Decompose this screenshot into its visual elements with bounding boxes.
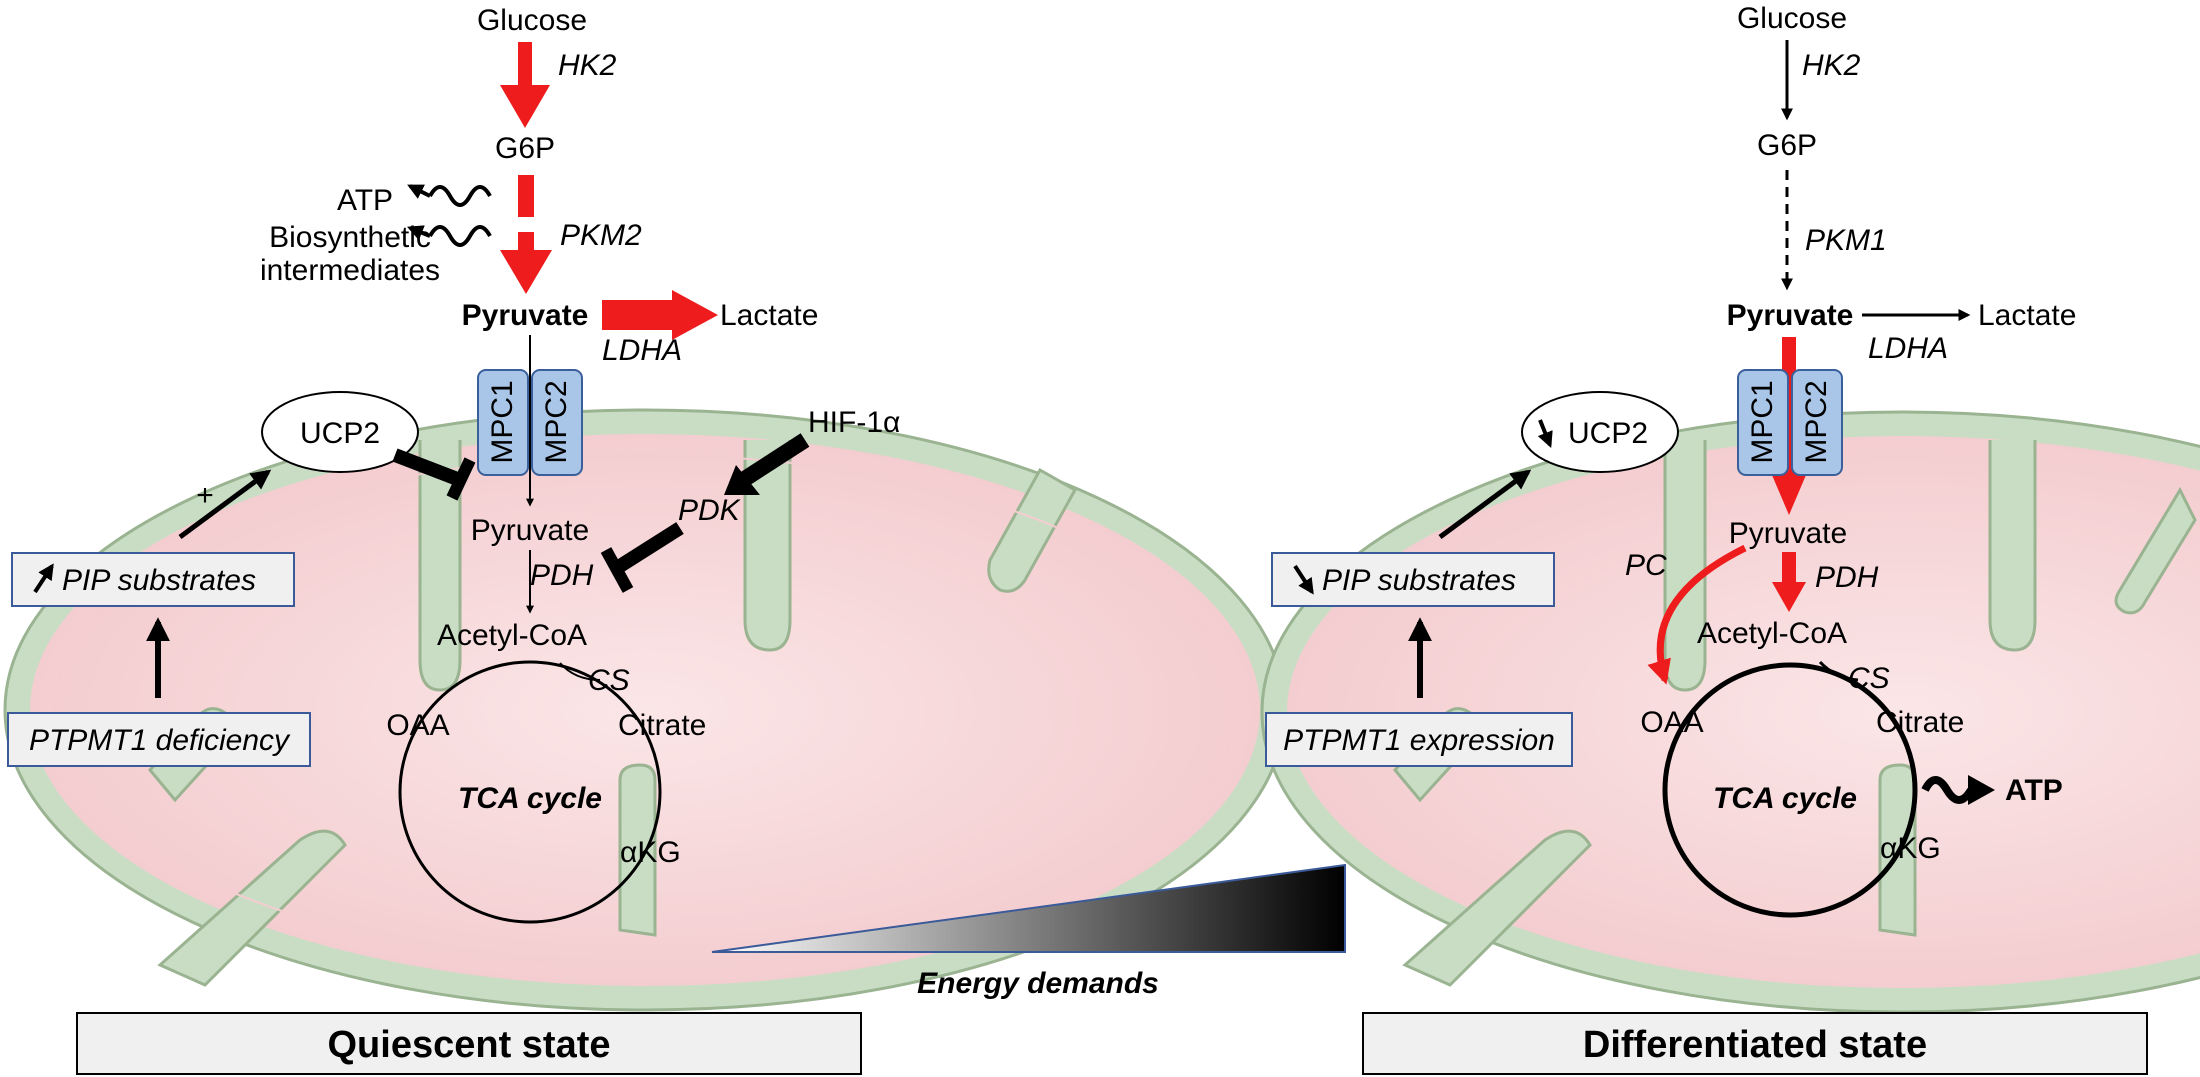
right-cs-link — [1818, 660, 1859, 682]
left-cs-label: CS — [588, 664, 630, 697]
left-pdk-label: PDK — [678, 494, 742, 527]
right-pkm1-label: PKM1 — [1805, 224, 1887, 257]
quiescent-state-label: Quiescent state — [328, 1024, 611, 1066]
left-pdk-inhibition — [616, 522, 684, 572]
right-atp-label: ATP — [2005, 774, 2063, 807]
right-ucp2-node — [1521, 391, 1679, 473]
right-atp-squiggle — [1921, 776, 1975, 804]
left-akg-label: αKG — [620, 836, 681, 869]
right-acetylcoa-label: Acetyl-CoA — [1697, 617, 1847, 650]
left-biosynthetic-label-2: intermediates — [260, 254, 440, 287]
left-ucp2-node — [261, 391, 419, 473]
right-atp-squiggle-head — [1968, 775, 1995, 805]
left-citrate-label: Citrate — [618, 709, 706, 742]
left-hif-arrowhead — [724, 465, 760, 495]
left-mpc2-label: MPC2 — [540, 380, 573, 463]
right-g6p-label: G6P — [1757, 129, 1817, 162]
left-biosynthetic-squiggle — [428, 225, 492, 247]
left-plus-sign: + — [196, 479, 214, 512]
left-pkm2-label: PKM2 — [560, 219, 642, 252]
left-oaa-label: OAA — [386, 709, 449, 742]
left-tca-label: TCA cycle — [458, 782, 602, 815]
differentiated-state-label: Differentiated state — [1583, 1024, 1927, 1066]
left-pdh-label: PDH — [530, 559, 594, 592]
left-lactate-label: Lactate — [720, 299, 818, 332]
right-pdh-label: PDH — [1815, 561, 1879, 594]
right-ucp2-label: UCP2 — [1568, 417, 1648, 450]
left-hif-label: HIF-1α — [808, 406, 900, 439]
left-pip-to-ucp2-arrow — [178, 469, 272, 540]
left-pkm2-arrow — [500, 232, 552, 294]
right-pyruvate-mito-label: Pyruvate — [1729, 517, 1847, 550]
left-ptpmt1-label: PTPMT1 deficiency — [29, 724, 291, 757]
left-mpc1 — [477, 369, 529, 476]
left-cs-link — [559, 662, 601, 681]
right-mpc1 — [1737, 369, 1789, 476]
right-pdh-bar — [1782, 552, 1796, 584]
right-ldha-label: LDHA — [1868, 332, 1948, 365]
right-pip-box — [1271, 552, 1555, 607]
left-hk2-label: HK2 — [558, 49, 617, 82]
left-glucose-label: Glucose — [477, 4, 587, 37]
left-pyruvate-mito-label: Pyruvate — [471, 514, 589, 547]
left-mpc2 — [531, 369, 583, 476]
left-pyruvate-label: Pyruvate — [462, 299, 589, 332]
right-pdh-head — [1772, 582, 1806, 612]
left-atp-label: ATP — [337, 184, 393, 217]
right-pip-to-ucp2-arrow — [1438, 469, 1532, 540]
left-g6p-label: G6P — [495, 132, 555, 165]
left-ucp2-inhibition — [392, 448, 463, 487]
right-panel: Glucose HK2 G6P PKM1 Pyruvate Lactate LD… — [1265, 2, 2076, 918]
left-panel: Glucose HK2 G6P PKM2 ATP Biosynthetic in… — [7, 4, 900, 924]
right-mpc1-label: MPC1 — [1746, 380, 1779, 463]
right-ptpmt1-box — [1265, 712, 1573, 767]
energy-demands-wedge — [711, 863, 1346, 953]
left-hif-arrow — [735, 433, 810, 489]
right-tca-circle — [1662, 662, 1918, 918]
right-akg-label: αKG — [1880, 832, 1941, 865]
right-ucp2-down-icon — [1537, 419, 1553, 448]
left-tca-circle — [398, 660, 662, 924]
right-oaa-label: OAA — [1640, 706, 1703, 739]
right-pip-label: PIP substrates — [1322, 564, 1516, 597]
left-ldha-label: LDHA — [602, 334, 682, 367]
energy-demands-label: Energy demands — [917, 967, 1159, 1000]
left-pip-up-icon — [33, 563, 54, 594]
differentiated-state-box — [1362, 1012, 2148, 1075]
left-pip-label: PIP substrates — [62, 564, 256, 597]
right-cs-label: CS — [1848, 662, 1890, 695]
left-ptpmt1-box — [7, 712, 311, 767]
right-ptpmt1-label: PTPMT1 expression — [1283, 724, 1555, 757]
quiescent-state-box — [76, 1012, 862, 1075]
left-biosynthetic-squiggle-head — [407, 225, 431, 241]
left-ucp2-inhibition-bar — [446, 457, 476, 501]
left-atp-squiggle-head — [407, 184, 431, 199]
right-hk2-label: HK2 — [1802, 49, 1861, 82]
right-mpc2-label: MPC2 — [1800, 380, 1833, 463]
right-pc-label: PC — [1625, 549, 1667, 582]
left-mitochondrion — [3, 408, 1287, 1012]
left-ldha-arrow — [602, 290, 718, 340]
left-pip-box — [11, 552, 295, 607]
right-pyruvate-transport-head — [1772, 475, 1806, 515]
left-pdk-inhibition-bar — [600, 547, 634, 593]
right-pyruvate-label: Pyruvate — [1727, 299, 1854, 332]
left-atp-squiggle — [428, 185, 492, 207]
left-biosynthetic-label-1: Biosynthetic — [269, 221, 431, 254]
right-pip-down-icon — [1293, 564, 1314, 595]
left-hk2-arrow — [500, 42, 550, 128]
right-mpc2 — [1791, 369, 1843, 476]
left-ucp2-label: UCP2 — [300, 417, 380, 450]
right-glucose-label: Glucose — [1737, 2, 1847, 35]
right-tca-label: TCA cycle — [1713, 782, 1857, 815]
left-pkm2-bar — [518, 175, 534, 217]
left-acetylcoa-label: Acetyl-CoA — [437, 619, 587, 652]
right-lactate-label: Lactate — [1978, 299, 2076, 332]
right-pc-arrow — [1647, 544, 1747, 685]
left-mpc1-label: MPC1 — [486, 380, 519, 463]
right-citrate-label: Citrate — [1876, 706, 1964, 739]
